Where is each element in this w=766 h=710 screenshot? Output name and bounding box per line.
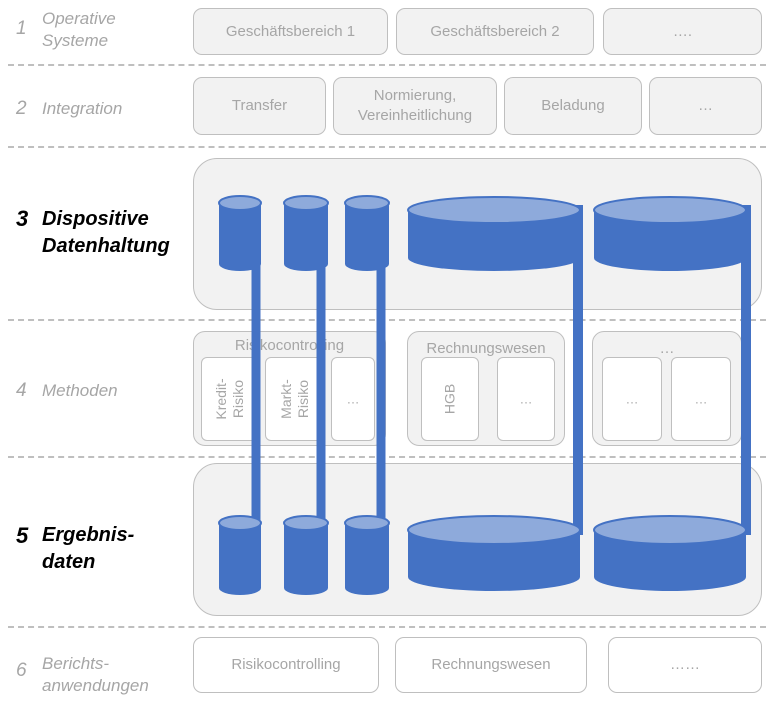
methoden-risiko-more: … <box>331 357 375 441</box>
row-5-label: Ergebnis- daten <box>42 524 135 573</box>
operative-system-1: Geschäftsbereich 1 <box>193 8 388 55</box>
ergebnis-db-2-top <box>283 515 329 531</box>
row-4-number: 4 <box>16 380 27 401</box>
ergebnis-db-1-top <box>218 515 262 531</box>
row-6-number: 6 <box>16 660 27 681</box>
row-1-label: Operative Systeme <box>42 9 116 50</box>
methoden-weitere-2-label: … <box>694 391 708 407</box>
methoden-rechnungswesen-more-label: … <box>519 391 533 407</box>
operative-system-2: Geschäftsbereich 2 <box>396 8 594 55</box>
ergebnis-store-2-top <box>593 515 747 545</box>
separator-2 <box>8 146 766 148</box>
connector-pipe-4 <box>573 205 583 535</box>
ergebnis-store-1-body <box>408 530 580 591</box>
integration-normierung: Normierung, Vereinheitlichung <box>333 77 497 135</box>
methoden-weitere-title: … <box>659 340 675 357</box>
methoden-risiko-more-label: … <box>346 391 360 407</box>
row-3-number: 3 <box>16 206 29 231</box>
row-1-number: 1 <box>16 18 27 39</box>
separator-1 <box>8 64 766 66</box>
bericht-rechnungswesen: Rechnungswesen <box>395 637 587 693</box>
methoden-hgb: HGB <box>421 357 479 441</box>
methoden-weitere-1-label: … <box>625 391 639 407</box>
dispositive-store-2-body <box>594 210 746 271</box>
ergebnis-db-1-body <box>219 523 261 595</box>
connector-pipe-5 <box>741 205 751 535</box>
dispositive-db-1-body <box>219 203 261 271</box>
row-2-label: Integration <box>42 99 123 118</box>
dispositive-db-1-top <box>218 195 262 211</box>
ergebnis-store-2-body <box>594 530 746 591</box>
separator-4 <box>8 456 766 458</box>
dispositive-db-3-top <box>344 195 390 211</box>
row-3-label: Dispositive Datenhaltung <box>42 208 170 257</box>
dispositive-store-1-body <box>408 210 580 271</box>
bericht-risikocontrolling: Risikocontrolling <box>193 637 379 693</box>
row-5-number: 5 <box>16 523 29 548</box>
ergebnis-db-3-body <box>345 523 389 595</box>
ergebnis-db-3-top <box>344 515 390 531</box>
separator-5 <box>8 626 766 628</box>
ergebnis-db-2-body <box>284 523 328 595</box>
dispositive-store-1-top <box>407 196 581 224</box>
operative-system-more: …. <box>603 8 762 55</box>
methoden-marktrisiko: Markt- Risiko <box>265 357 324 441</box>
integration-more: … <box>649 77 762 135</box>
separator-3 <box>8 319 766 321</box>
methoden-weitere-group: … … … <box>592 331 742 446</box>
dispositive-store-2-top <box>593 196 747 224</box>
methoden-rechnungswesen-title: Rechnungswesen <box>426 340 546 357</box>
methoden-rechnungswesen-more: … <box>497 357 555 441</box>
integration-beladung: Beladung <box>504 77 642 135</box>
methoden-weitere-1: … <box>602 357 662 441</box>
methoden-weitere-2: … <box>671 357 731 441</box>
integration-transfer: Transfer <box>193 77 326 135</box>
dispositive-db-3-body <box>345 203 389 271</box>
dispositive-db-2-body <box>284 203 328 271</box>
connector-pipe-3 <box>376 205 386 530</box>
dispositive-db-2-top <box>283 195 329 211</box>
ergebnis-store-1-top <box>407 515 581 545</box>
methoden-rechnungswesen-group: Rechnungswesen HGB … <box>407 331 565 446</box>
connector-pipe-1 <box>251 205 261 530</box>
bericht-more: …… <box>608 637 762 693</box>
row-4-label: Methoden <box>42 381 118 400</box>
connector-pipe-2 <box>316 205 326 530</box>
methoden-kreditrisiko: Kredit- Risiko <box>201 357 258 441</box>
row-6-label: Berichts- anwendungen <box>42 654 149 695</box>
row-2-number: 2 <box>16 98 27 119</box>
